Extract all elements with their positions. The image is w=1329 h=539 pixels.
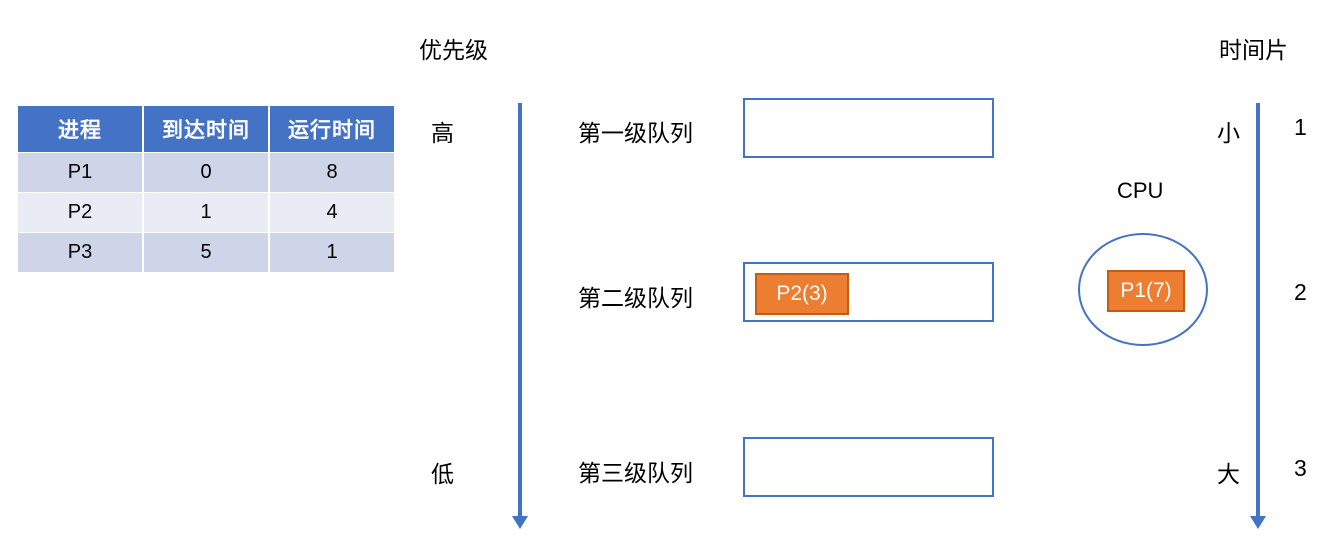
table-header-burst: 运行时间 <box>270 106 394 152</box>
timeslice-small-label: 小 <box>1217 120 1240 146</box>
process-chip-queue2[interactable]: P2(3) <box>755 273 849 315</box>
cell-process: P2 <box>18 193 142 232</box>
table-row: P3 5 1 <box>18 233 394 272</box>
priority-arrow-head-icon <box>512 516 528 529</box>
process-table: 进程 到达时间 运行时间 P1 0 8 P2 1 4 P3 5 1 <box>16 105 396 273</box>
queue-box-3[interactable] <box>743 437 994 497</box>
priority-arrow-line <box>518 103 522 518</box>
table-header-process: 进程 <box>18 106 142 152</box>
process-chip-cpu[interactable]: P1(7) <box>1107 270 1185 312</box>
cell-burst: 4 <box>270 193 394 232</box>
timeslice-axis-title: 时间片 <box>1219 37 1288 63</box>
table-row: P2 1 4 <box>18 193 394 232</box>
timeslice-value-1: 1 <box>1294 114 1307 140</box>
table-header-row: 进程 到达时间 运行时间 <box>18 106 394 152</box>
priority-high-label: 高 <box>431 120 454 146</box>
table-row: P1 0 8 <box>18 153 394 192</box>
cell-process: P3 <box>18 233 142 272</box>
queue-box-1[interactable] <box>743 98 994 158</box>
cell-arrival: 1 <box>144 193 268 232</box>
cpu-label: CPU <box>1117 178 1164 203</box>
table-header-arrival: 到达时间 <box>144 106 268 152</box>
timeslice-large-label: 大 <box>1217 461 1240 487</box>
queue-label-1: 第一级队列 <box>578 120 693 146</box>
cell-arrival: 5 <box>144 233 268 272</box>
cell-burst: 8 <box>270 153 394 192</box>
priority-low-label: 低 <box>431 461 454 487</box>
cell-burst: 1 <box>270 233 394 272</box>
priority-axis-title: 优先级 <box>419 37 488 63</box>
timeslice-value-3: 3 <box>1294 455 1307 481</box>
timeslice-arrow-head-icon <box>1250 516 1266 529</box>
timeslice-value-2: 2 <box>1294 279 1307 305</box>
cell-process: P1 <box>18 153 142 192</box>
queue-label-2: 第二级队列 <box>578 285 693 311</box>
queue-box-2[interactable]: P2(3) <box>743 262 994 322</box>
queue-label-3: 第三级队列 <box>578 460 693 486</box>
timeslice-arrow-line <box>1256 103 1260 518</box>
cpu-circle[interactable]: P1(7) <box>1078 233 1208 346</box>
cell-arrival: 0 <box>144 153 268 192</box>
